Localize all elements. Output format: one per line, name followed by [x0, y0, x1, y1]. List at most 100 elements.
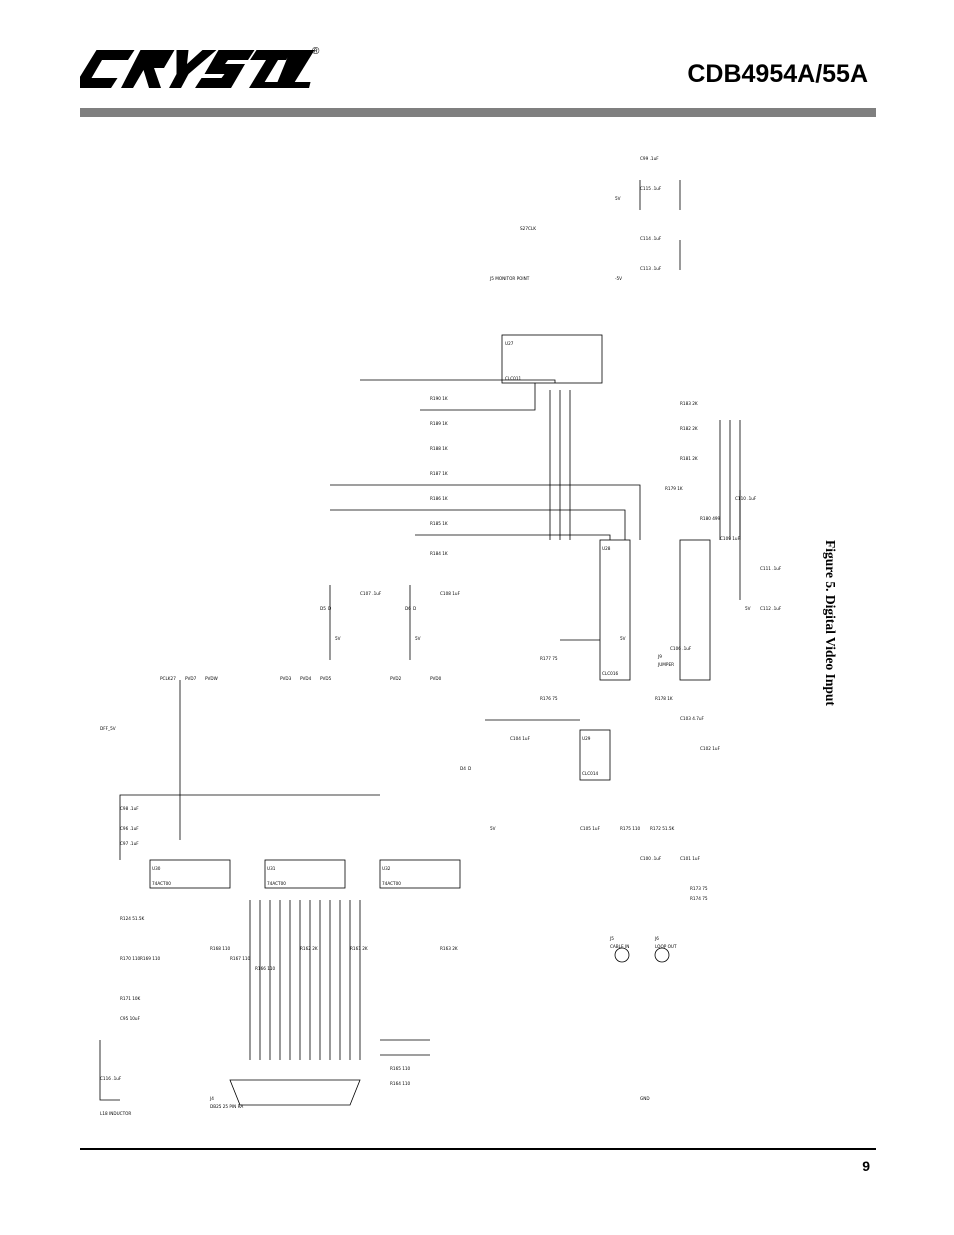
component-label: R166 110 — [255, 966, 276, 971]
component-label: R186 1K — [430, 496, 448, 501]
component-label: R184 1K — [430, 551, 448, 556]
u31-label: U31 — [267, 866, 276, 871]
component-label: C115 .1uF — [640, 186, 662, 191]
component-label: C109 1uF — [720, 536, 741, 541]
component-label: R178 1K — [655, 696, 673, 701]
u32-chip — [379, 859, 461, 889]
u32-label: U32 — [382, 866, 391, 871]
component-label: R165 110 — [390, 1066, 411, 1071]
crystal-logo — [80, 44, 320, 94]
component-label: R189 1K — [430, 421, 448, 426]
component-label: R162 2K — [300, 946, 318, 951]
u30-label: U30 — [152, 866, 161, 871]
component-label: R164 110 — [390, 1081, 411, 1086]
component-label: R176 75 — [540, 696, 558, 701]
signal-7: PVD0 — [430, 676, 442, 681]
component-label: R187 1K — [430, 471, 448, 476]
header-rule — [80, 108, 876, 117]
component-label: C108 1uF — [440, 591, 461, 596]
component-label: R174 75 — [690, 896, 708, 901]
u29-part: CLC014 — [582, 771, 599, 776]
component-label: C106 .1uF — [670, 646, 692, 651]
signal-2: PVDW — [205, 676, 218, 681]
component-label: R173 75 — [690, 886, 708, 891]
component-label: C114 .1uF — [640, 236, 662, 241]
component-label: C111 .1uF — [760, 566, 782, 571]
d6-part: D — [413, 606, 416, 611]
j4-label: J4 — [209, 1096, 214, 1101]
j6-part: LOOP OUT — [655, 944, 677, 949]
component-label: C104 1uF — [510, 736, 531, 741]
j5-label: J5 — [609, 936, 614, 941]
component-label: R180 499 — [700, 516, 721, 521]
j4-part: DB25 25 PIN RA — [210, 1104, 243, 1109]
figure-caption: Figure 5. Digital Video Input — [823, 540, 838, 706]
crystal-logo-mark — [80, 50, 315, 88]
component-label: C98 .1uF — [120, 806, 139, 811]
footer-rule — [80, 1148, 876, 1150]
component-label: 5V — [415, 636, 421, 641]
u32-part: 74ACT00 — [382, 881, 401, 886]
j5-coax — [614, 947, 630, 963]
component-label: C107 .1uF — [360, 591, 382, 596]
registered-trademark: ® — [312, 46, 320, 57]
u28b-chip — [679, 539, 711, 681]
component-label: C97 .1uF — [120, 841, 139, 846]
component-label: R167 110 — [230, 956, 251, 961]
component-label: R183 2K — [680, 401, 698, 406]
u27-chip — [501, 334, 603, 384]
u30-part: 74ACT00 — [152, 881, 171, 886]
u31-part: 74ACT00 — [267, 881, 286, 886]
component-label: C113 .1uF — [640, 266, 662, 271]
u29-label: U29 — [582, 736, 591, 741]
signal-6: PVD2 — [390, 676, 402, 681]
j6-coax — [654, 947, 670, 963]
signal-3: PVD3 — [280, 676, 292, 681]
component-label: 5V — [615, 196, 621, 201]
j9-part: JUMPER — [657, 662, 674, 667]
component-label: C99 .1uF — [640, 156, 659, 161]
schematic-diagram: U27 CLC011 U28 CLC016 U29 CLC014 U30 74A… — [80, 140, 876, 1130]
component-label: R181 2K — [680, 456, 698, 461]
schematic-drawing: U27 CLC011 U28 CLC016 U29 CLC014 U30 74A… — [99, 156, 782, 1116]
signal-0: PCLK27 — [160, 676, 176, 681]
signal-9: S27CLK — [520, 226, 536, 231]
component-label: C105 1uF — [580, 826, 601, 831]
component-label: R161 2K — [350, 946, 368, 951]
component-label: 5V — [335, 636, 341, 641]
component-label: R179 1K — [665, 486, 683, 491]
component-label: L18 INDUCTOR — [100, 1111, 131, 1116]
component-label: -5V — [615, 276, 622, 281]
component-label: R190 1K — [430, 396, 448, 401]
component-label: R177 75 — [540, 656, 558, 661]
component-label: R185 1K — [430, 521, 448, 526]
component-label: R175 110 — [620, 826, 641, 831]
u28-chip — [599, 539, 631, 681]
d4-part: D — [468, 766, 471, 771]
signal-1: PVD7 — [185, 676, 197, 681]
u29-chip — [579, 729, 611, 781]
component-label: C102 1uF — [700, 746, 721, 751]
component-label: C96 .1uF — [120, 826, 139, 831]
d5-part: D — [328, 606, 331, 611]
d5-label: D5 — [320, 606, 326, 611]
component-label: R172 51.5K — [650, 826, 675, 831]
component-label: R163 2K — [440, 946, 458, 951]
component-label: R124 51.5K — [120, 916, 145, 921]
u28-part: CLC016 — [602, 671, 619, 676]
component-label: C101 1uF — [680, 856, 701, 861]
db25-connector — [229, 1079, 361, 1106]
d4-label: D4 — [460, 766, 466, 771]
j6-label: J6 — [654, 936, 659, 941]
u27-label: U27 — [505, 341, 514, 346]
component-label: C112 .1uF — [760, 606, 782, 611]
component-label: R188 1K — [430, 446, 448, 451]
j9-label: J9 — [657, 654, 662, 659]
signal-10: J5 MONITOR POINT — [489, 276, 530, 281]
component-label: C116 .1uF — [100, 1076, 122, 1081]
d6-label: D6 — [405, 606, 411, 611]
component-label: R169 110 — [140, 956, 161, 961]
component-label: C110 .1uF — [735, 496, 757, 501]
component-label: 5V — [745, 606, 751, 611]
component-label: C103 4.7uF — [680, 716, 705, 721]
